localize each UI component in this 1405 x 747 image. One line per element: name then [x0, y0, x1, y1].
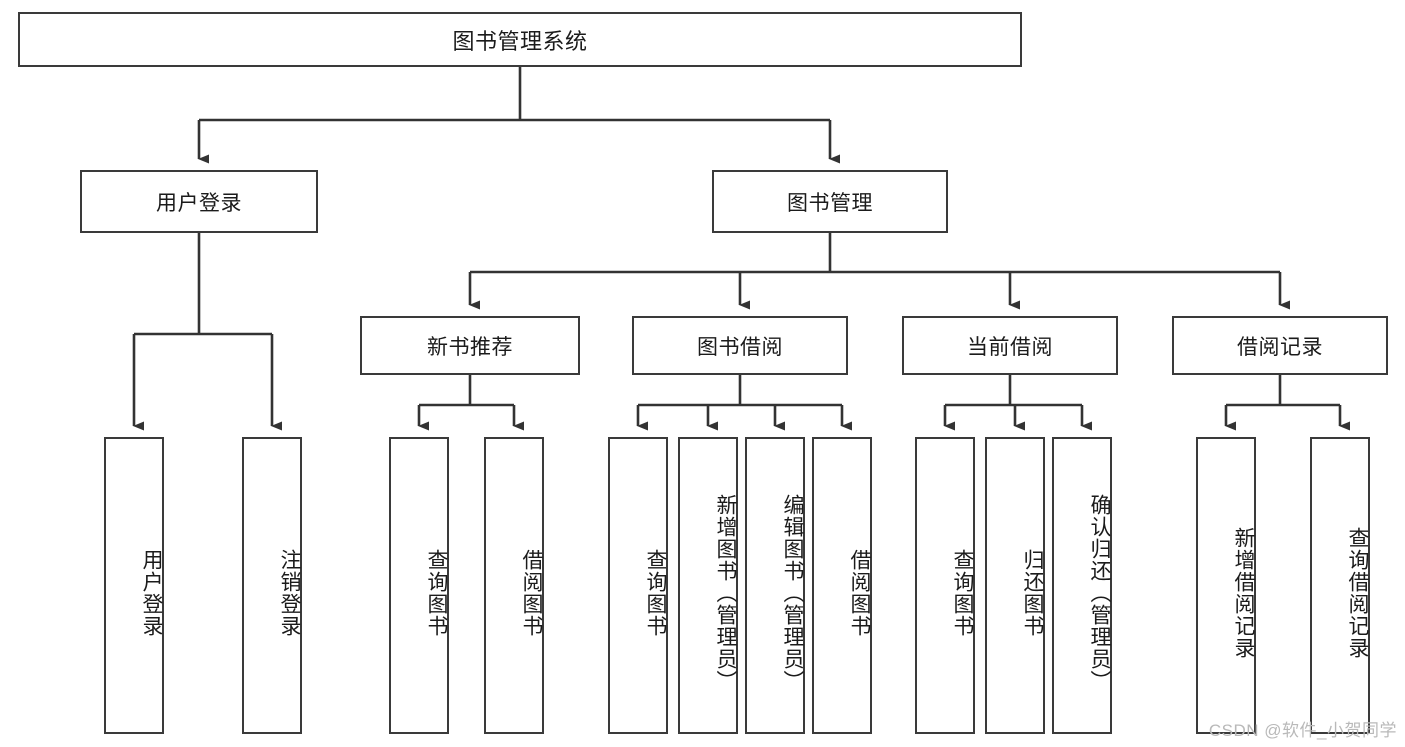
node-label: 图书借阅: [697, 335, 783, 359]
node-label: 新书推荐: [427, 335, 513, 359]
node-current-borrow[interactable]: 当前借阅: [902, 316, 1118, 375]
leaf-book-borrow-query[interactable]: 查询图书: [608, 437, 668, 734]
node-label: 新增借阅记录: [1232, 526, 1255, 659]
node-label: 图书管理: [787, 191, 873, 215]
node-borrow-record[interactable]: 借阅记录: [1172, 316, 1388, 375]
node-label: 查询图书: [425, 548, 448, 637]
node-label: 查询图书: [644, 548, 667, 637]
node-label: 归还图书: [1021, 548, 1044, 637]
node-label: 编辑图书（管理员）: [781, 493, 804, 692]
leaf-book-borrow-edit[interactable]: 编辑图书（管理员）: [745, 437, 805, 734]
node-label: 注销登录: [278, 548, 301, 637]
leaf-book-borrow-lend[interactable]: 借阅图书: [812, 437, 872, 734]
node-label: 新增图书（管理员）: [714, 493, 737, 692]
node-label: 查询图书: [951, 548, 974, 637]
csdn-watermark: CSDN @软件_小贺同学: [1208, 721, 1397, 740]
node-label: 查询借阅记录: [1346, 526, 1369, 659]
leaf-user-login-signin[interactable]: 用户登录: [104, 437, 164, 734]
node-label: 借阅图书: [520, 548, 543, 637]
node-label: 借阅记录: [1237, 335, 1323, 359]
node-book-management[interactable]: 图书管理: [712, 170, 948, 233]
leaf-new-book-query[interactable]: 查询图书: [389, 437, 449, 734]
node-label: 用户登录: [156, 191, 242, 215]
leaf-user-login-signout[interactable]: 注销登录: [242, 437, 302, 734]
leaf-borrow-record-query[interactable]: 查询借阅记录: [1310, 437, 1370, 734]
node-label: 图书管理系统: [452, 28, 588, 54]
node-user-login[interactable]: 用户登录: [80, 170, 318, 233]
leaf-new-book-borrow[interactable]: 借阅图书: [484, 437, 544, 734]
node-root-system[interactable]: 图书管理系统: [18, 12, 1022, 67]
node-label: 用户登录: [140, 548, 163, 637]
node-book-borrow[interactable]: 图书借阅: [632, 316, 848, 375]
leaf-current-borrow-return[interactable]: 归还图书: [985, 437, 1045, 734]
node-new-book-recommend[interactable]: 新书推荐: [360, 316, 580, 375]
leaf-book-borrow-add[interactable]: 新增图书（管理员）: [678, 437, 738, 734]
leaf-borrow-record-add[interactable]: 新增借阅记录: [1196, 437, 1256, 734]
node-label: 当前借阅: [967, 335, 1053, 359]
leaf-current-borrow-confirm-return[interactable]: 确认归还（管理员）: [1052, 437, 1112, 734]
node-label: 确认归还（管理员）: [1088, 493, 1111, 692]
leaf-current-borrow-query[interactable]: 查询图书: [915, 437, 975, 734]
node-label: 借阅图书: [848, 548, 871, 637]
